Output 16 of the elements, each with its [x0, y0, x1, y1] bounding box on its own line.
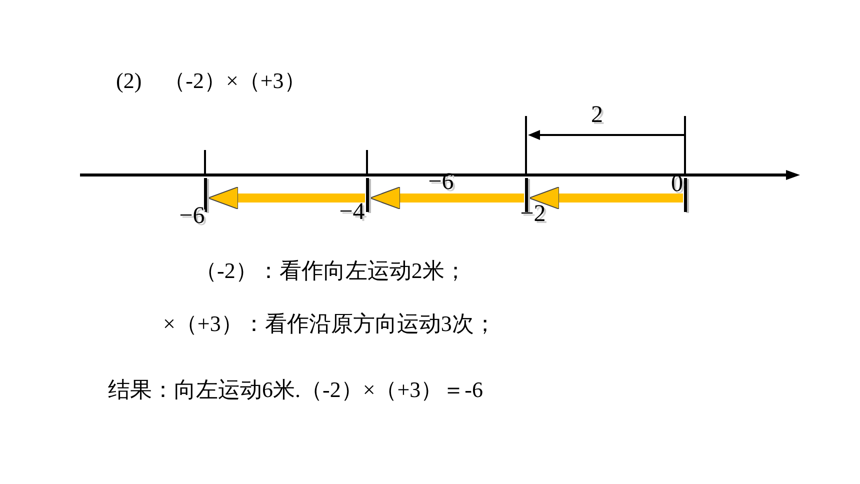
arrow [370, 186, 524, 210]
dimension-label: 2 [591, 103, 603, 127]
tick-label: −6 [179, 204, 205, 228]
tick-label: −2 [520, 202, 546, 226]
arrow [528, 186, 683, 210]
explanation-text: （-2）：看作向左运动2米； [195, 257, 466, 285]
arrow [208, 186, 365, 210]
tick-label: −4 [339, 200, 365, 224]
tick-label: 0 [671, 172, 683, 196]
tick-mark [684, 178, 687, 212]
title: (2) （-2）×（+3） [116, 67, 306, 95]
explanation-text: 结果：向左运动6米.（-2）×（+3）＝-6 [108, 376, 483, 404]
explanation-text: ×（+3）：看作沿原方向运动3次； [163, 310, 496, 338]
tick-mark [366, 178, 369, 212]
tick-mark [204, 178, 207, 212]
product-label: −6 [428, 170, 454, 194]
